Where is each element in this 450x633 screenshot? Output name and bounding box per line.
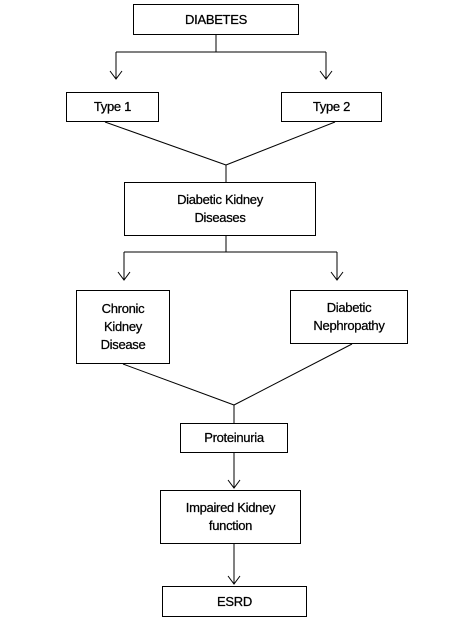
edge-dkd-to-subtypes	[117, 236, 344, 281]
node-chronic-kidney-disease-label: Chronic Kidney Disease	[100, 301, 146, 352]
node-diabetes-label: DIABETES	[185, 11, 247, 27]
edge-diabetes-to-types	[109, 35, 333, 80]
node-impaired-kidney-function: Impaired Kidney function	[160, 490, 301, 544]
node-chronic-kidney-disease: Chronic Kidney Disease	[76, 290, 170, 364]
node-proteinuria: Proteinuria	[180, 423, 288, 453]
node-type-2-label: Type 2	[312, 99, 351, 114]
node-type-1-label: Type 1	[93, 99, 132, 114]
node-diabetic-kidney-diseases-label: Diabetic Kidney Diseases	[177, 192, 263, 225]
node-diabetic-kidney-diseases: Diabetic Kidney Diseases	[124, 182, 316, 236]
edge-ikf-to-esrd	[227, 544, 241, 585]
node-diabetes: DIABETES	[133, 4, 299, 35]
node-esrd: ESRD	[162, 586, 307, 617]
node-proteinuria-label: Proteinuria	[204, 430, 264, 445]
node-impaired-kidney-function-label: Impaired Kidney function	[185, 500, 276, 533]
node-diabetic-nephropathy-label: Diabetic Nephropathy	[313, 300, 385, 333]
edge-types-to-dkd	[104, 121, 336, 182]
node-type-2: Type 2	[281, 92, 382, 122]
edge-subtypes-to-proteinuria	[122, 343, 353, 423]
node-diabetic-nephropathy: Diabetic Nephropathy	[290, 290, 408, 344]
node-esrd-label: ESRD	[217, 593, 252, 609]
edge-proteinuria-to-ikf	[227, 453, 241, 489]
node-type-1: Type 1	[66, 92, 159, 122]
